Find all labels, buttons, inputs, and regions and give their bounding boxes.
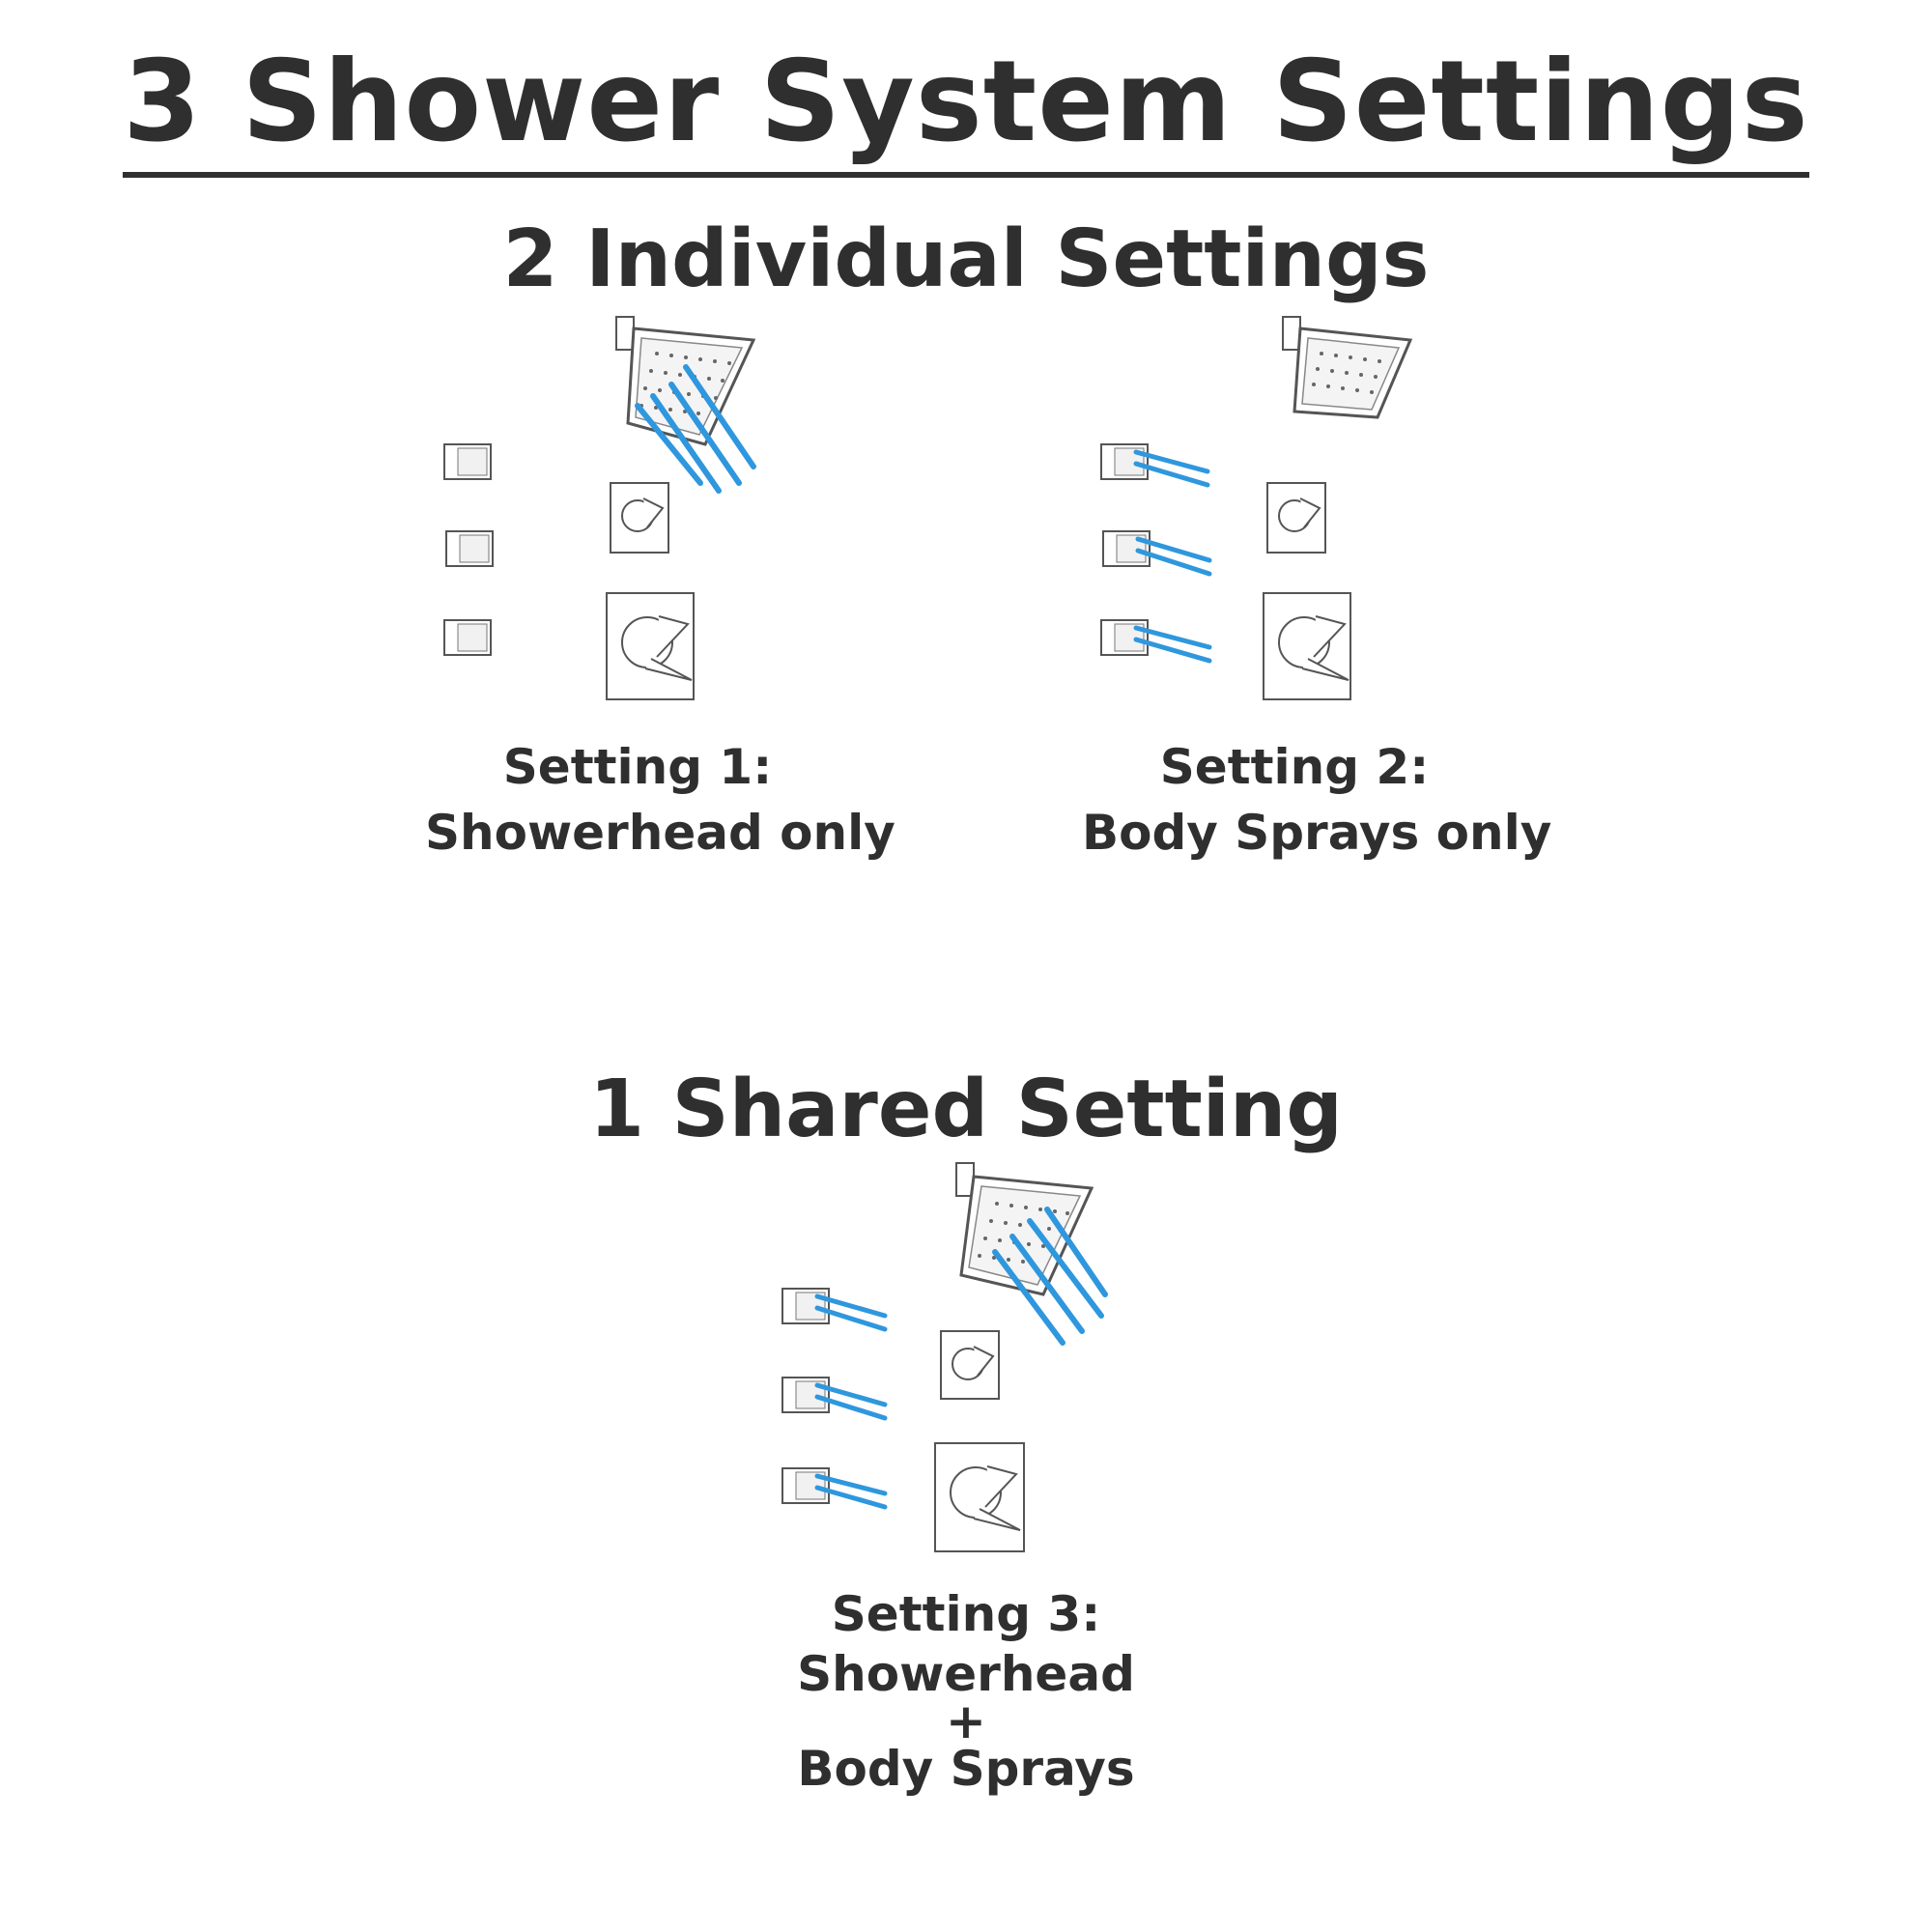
showerhead-icon <box>615 316 756 446</box>
page-title-text: 3 Shower System Settings <box>123 46 1809 178</box>
thermostatic-valve-icon <box>606 592 695 700</box>
setting-2-caption: Setting 2: Body Sprays only <box>1082 734 1552 866</box>
showerhead-water-spray <box>635 364 756 494</box>
body-spray-water-spray <box>1133 449 1212 664</box>
shared-setting-heading: 1 Shared Setting <box>589 1064 1343 1155</box>
setting-1-description: Showerhead only <box>425 805 895 861</box>
showerhead-icon <box>1282 316 1413 419</box>
setting-1-diagram <box>443 316 756 700</box>
page-title: 3 Shower System Settings <box>0 46 1932 178</box>
setting-1-caption: Setting 1: Showerhead only <box>425 734 895 866</box>
showerhead-icon <box>955 1162 1094 1296</box>
showerhead-water-spray <box>992 1207 1108 1346</box>
setting-3-caption: Setting 3: Showerhead + Body Sprays <box>753 1584 1179 1799</box>
setting-3-showerhead: Showerhead <box>797 1646 1135 1702</box>
setting-3-diagram <box>781 1162 1108 1552</box>
setting-3-body-sprays: Body Sprays <box>797 1741 1135 1797</box>
thermostatic-valve-icon <box>934 1442 1025 1552</box>
thermostatic-valve-icon <box>1263 592 1351 700</box>
body-spray-icon <box>443 443 494 656</box>
body-spray-icon <box>781 1288 830 1504</box>
individual-settings-heading: 2 Individual Settings <box>502 213 1430 305</box>
setting-3-plus: + <box>946 1693 986 1749</box>
diverter-valve-icon <box>1266 482 1326 554</box>
setting-1-label: Setting 1: <box>502 739 773 795</box>
setting-2-diagram <box>1100 316 1413 700</box>
setting-3-label: Setting 3: <box>831 1586 1101 1642</box>
body-spray-icon <box>1100 443 1151 656</box>
diverter-valve-icon <box>610 482 669 554</box>
body-spray-water-spray <box>814 1293 888 1510</box>
setting-2-label: Setting 2: <box>1159 739 1430 795</box>
setting-2-description: Body Sprays only <box>1082 805 1552 861</box>
diverter-valve-icon <box>940 1330 1000 1400</box>
